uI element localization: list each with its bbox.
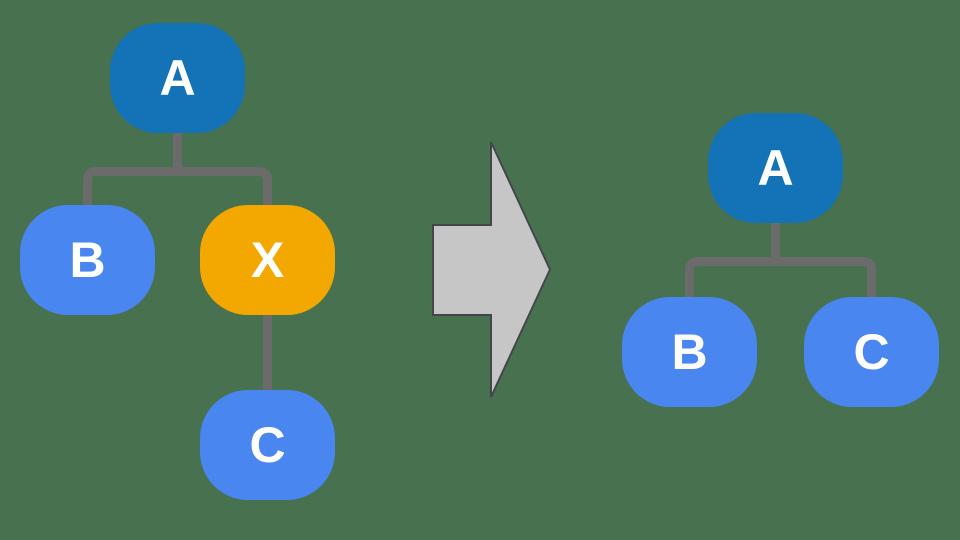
after-tree-connector-branches: [685, 257, 876, 302]
transform-arrow-icon: [432, 141, 552, 398]
after-tree-node-root-label: A: [757, 140, 794, 196]
before-tree-node-removed: X: [200, 205, 335, 315]
after-tree-node-child-left-label: B: [671, 324, 708, 380]
before-tree-node-root-label: A: [159, 50, 196, 106]
before-tree-node-child-left: B: [20, 205, 155, 315]
before-tree-node-grandchild-label: C: [249, 417, 286, 473]
before-tree-node-grandchild: C: [200, 390, 335, 500]
before-tree-node-child-left-label: B: [69, 232, 106, 288]
after-tree-node-child-left: B: [622, 297, 757, 407]
before-tree-node-removed-label: X: [250, 232, 285, 288]
before-tree-node-root: A: [110, 23, 245, 133]
after-tree-node-child-right: C: [804, 297, 939, 407]
before-tree-connector-branches: [83, 167, 272, 395]
after-tree-node-child-right-label: C: [853, 324, 890, 380]
after-tree-node-root: A: [708, 113, 843, 223]
